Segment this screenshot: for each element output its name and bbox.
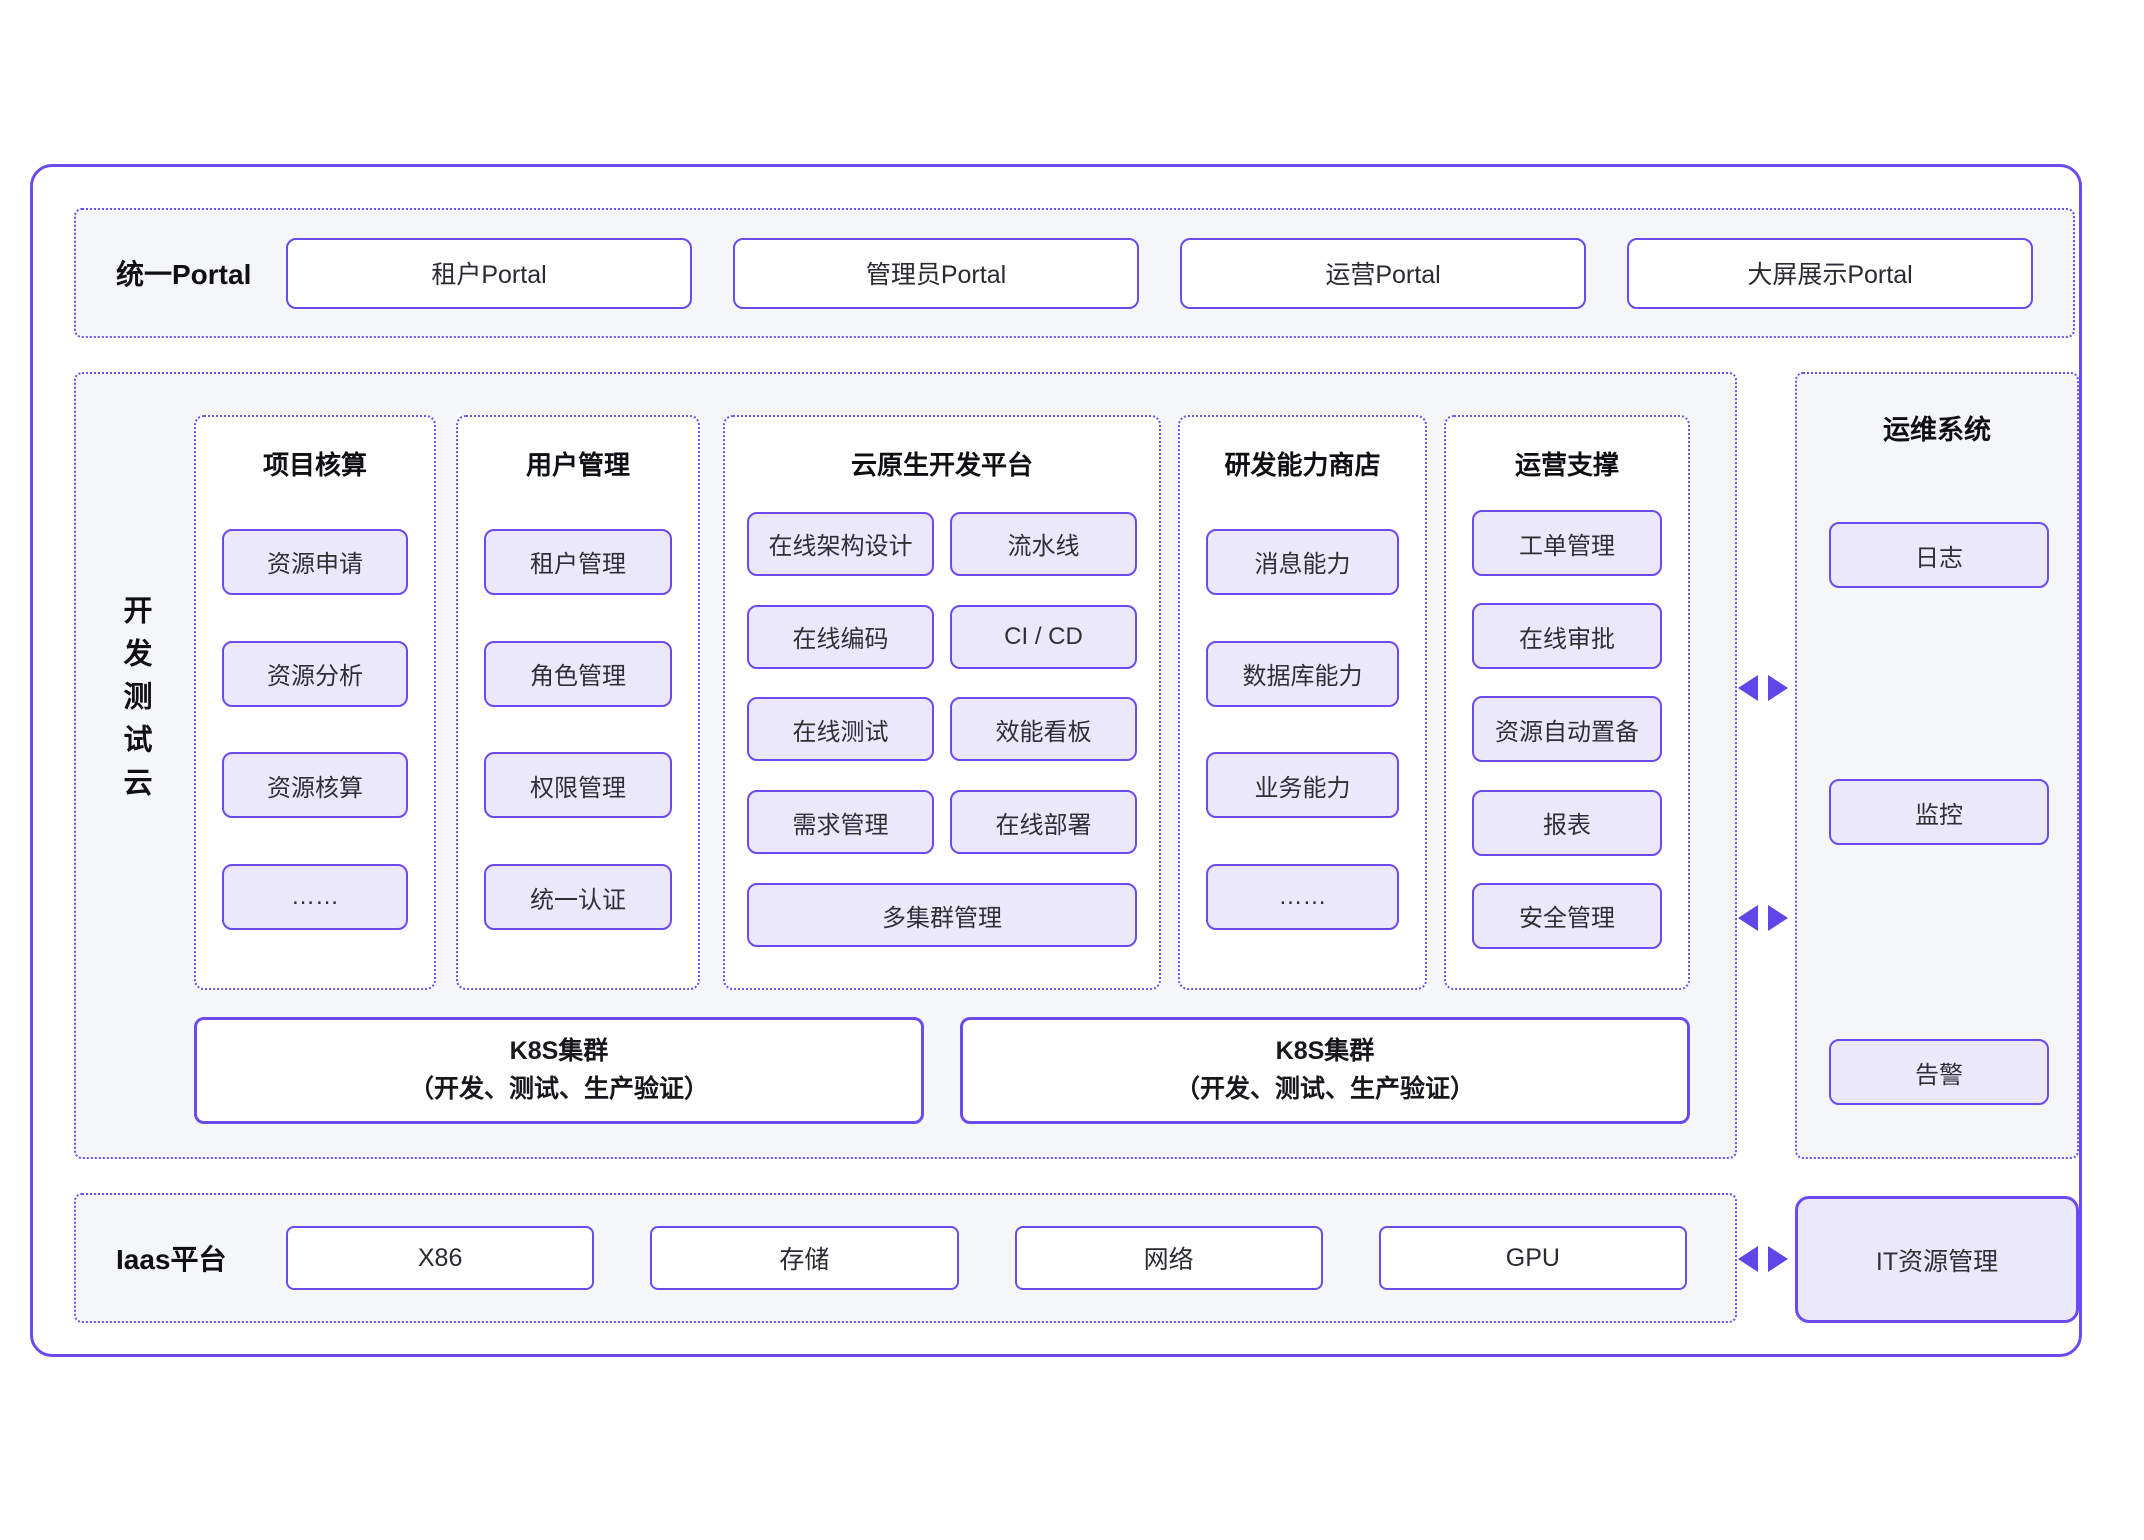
ticket-management-box: 工单管理 <box>1472 510 1662 577</box>
operation-portal-box: 运营Portal <box>1180 237 1586 309</box>
arrow-left-icon <box>1738 905 1758 931</box>
admin-portal-box: 管理员Portal <box>733 237 1139 309</box>
arrow-left-icon <box>1738 675 1758 701</box>
capability-store-items: 消息能力 数据库能力 业务能力 …… <box>1180 483 1425 988</box>
operation-support-title: 运营支撑 <box>1514 449 1619 480</box>
permission-management-box: 权限管理 <box>484 752 672 819</box>
x86-box: X86 <box>286 1226 595 1290</box>
project-accounting-column: 项目核算 资源申请 资源分析 资源核算 …… <box>194 415 436 990</box>
more-capability-box: …… <box>1206 864 1399 931</box>
k8s-cluster-box-1: K8S集群 （开发、测试、生产验证） <box>194 1017 924 1124</box>
log-box: 日志 <box>1829 522 2049 588</box>
operation-support-items: 工单管理 在线审批 资源自动置备 报表 安全管理 <box>1446 483 1688 988</box>
k8s-cluster-1-title: K8S集群 <box>509 1037 609 1065</box>
cnp-row-1: 在线架构设计 流水线 <box>747 511 1137 576</box>
cloud-native-platform-title: 云原生开发平台 <box>850 449 1033 480</box>
arrow-right-icon <box>1768 905 1788 931</box>
k8s-cluster-box-2: K8S集群 （开发、测试、生产验证） <box>960 1017 1690 1124</box>
multi-cluster-management-box: 多集群管理 <box>747 883 1137 948</box>
operation-support-column: 运营支撑 工单管理 在线审批 资源自动置备 报表 安全管理 <box>1444 415 1690 990</box>
dev-test-cloud-label: 开发测试云 <box>119 595 151 810</box>
portal-buttons-row: 租户Portal 管理员Portal 运营Portal 大屏展示Portal <box>286 237 2073 309</box>
cloud-native-platform-column: 云原生开发平台 在线架构设计 流水线 在线编码 CI / CD 在线测试 效能看… <box>723 415 1161 990</box>
cnp-row-2: 在线编码 CI / CD <box>747 604 1137 669</box>
tenant-portal-box: 租户Portal <box>286 237 692 309</box>
ops-system-section: 运维系统 日志 监控 告警 <box>1795 372 2079 1159</box>
online-architecture-box: 在线架构设计 <box>747 511 934 576</box>
project-accounting-items: 资源申请 资源分析 资源核算 …… <box>196 483 434 988</box>
platform-container: 统一Portal 租户Portal 管理员Portal 运营Portal 大屏展… <box>30 164 2082 1357</box>
iaas-buttons-row: X86 存储 网络 GPU <box>286 1226 1735 1290</box>
dev-test-cloud-label-wrap: 开发测试云 <box>76 415 194 990</box>
role-management-box: 角色管理 <box>484 640 672 707</box>
ops-system-title: 运维系统 <box>1883 415 1991 445</box>
k8s-cluster-2-subtitle: （开发、测试、生产验证） <box>1174 1074 1475 1103</box>
report-box: 报表 <box>1472 789 1662 856</box>
security-management-box: 安全管理 <box>1472 882 1662 949</box>
resource-accounting-box: 资源核算 <box>222 752 408 819</box>
user-management-column: 用户管理 租户管理 角色管理 权限管理 统一认证 <box>456 415 700 990</box>
monitoring-box: 监控 <box>1829 779 2049 845</box>
it-resource-management-box: IT资源管理 <box>1795 1196 2079 1323</box>
project-accounting-title: 项目核算 <box>262 449 367 480</box>
business-capability-box: 业务能力 <box>1206 752 1399 819</box>
sync-arrows-icon-top <box>1738 675 1788 701</box>
arrow-right-icon <box>1768 1246 1788 1272</box>
cnp-row-3: 在线测试 效能看板 <box>747 697 1137 762</box>
requirement-management-box: 需求管理 <box>747 790 934 855</box>
gpu-box: GPU <box>1378 1226 1687 1290</box>
capability-store-title: 研发能力商店 <box>1224 449 1381 480</box>
capability-store-column: 研发能力商店 消息能力 数据库能力 业务能力 …… <box>1178 415 1427 990</box>
more-items-box: …… <box>222 864 408 931</box>
tenant-management-box: 租户管理 <box>484 528 672 595</box>
alert-box: 告警 <box>1829 1039 2049 1105</box>
cnp-row-4: 需求管理 在线部署 <box>747 790 1137 855</box>
database-capability-box: 数据库能力 <box>1206 640 1399 707</box>
arrow-right-icon <box>1768 675 1788 701</box>
sync-arrows-icon-middle <box>1738 905 1788 931</box>
online-testing-box: 在线测试 <box>747 697 934 762</box>
ci-cd-box: CI / CD <box>950 604 1137 669</box>
k8s-cluster-1-subtitle: （开发、测试、生产验证） <box>408 1074 709 1103</box>
cnp-row-5: 多集群管理 <box>747 883 1137 948</box>
cloud-native-platform-items: 在线架构设计 流水线 在线编码 CI / CD 在线测试 效能看板 需求管理 在… <box>725 483 1159 988</box>
k8s-cluster-2-title: K8S集群 <box>1275 1037 1375 1065</box>
iaas-section-label: Iaas平台 <box>116 1244 227 1275</box>
portal-section: 统一Portal 租户Portal 管理员Portal 运营Portal 大屏展… <box>74 208 2075 338</box>
resource-apply-box: 资源申请 <box>222 528 408 595</box>
dev-test-cloud-section: 开发测试云 项目核算 资源申请 资源分析 资源核算 …… 用户管理 租户管理 角… <box>74 372 1737 1159</box>
unified-auth-box: 统一认证 <box>484 864 672 931</box>
auto-provisioning-box: 资源自动置备 <box>1472 696 1662 763</box>
user-management-title: 用户管理 <box>525 449 630 480</box>
message-capability-box: 消息能力 <box>1206 528 1399 595</box>
network-box: 网络 <box>1014 1226 1323 1290</box>
bigscreen-portal-box: 大屏展示Portal <box>1627 237 2033 309</box>
online-coding-box: 在线编码 <box>747 604 934 669</box>
pipeline-box: 流水线 <box>950 511 1137 576</box>
online-deploy-box: 在线部署 <box>950 790 1137 855</box>
arrow-left-icon <box>1738 1246 1758 1272</box>
online-approval-box: 在线审批 <box>1472 603 1662 670</box>
sync-arrows-icon-bottom <box>1738 1246 1788 1272</box>
user-management-items: 租户管理 角色管理 权限管理 统一认证 <box>458 483 698 988</box>
portal-section-label: 统一Portal <box>116 259 252 290</box>
performance-board-box: 效能看板 <box>950 697 1137 762</box>
iaas-section: Iaas平台 X86 存储 网络 GPU <box>74 1193 1737 1323</box>
resource-analysis-box: 资源分析 <box>222 640 408 707</box>
storage-box: 存储 <box>650 1226 959 1290</box>
